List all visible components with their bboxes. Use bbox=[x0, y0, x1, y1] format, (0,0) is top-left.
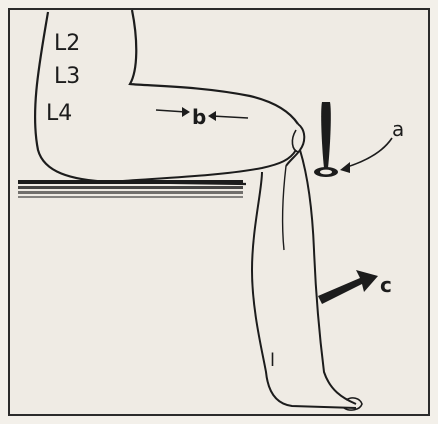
arrow-b-right bbox=[212, 116, 248, 118]
patellar-tendon bbox=[283, 166, 286, 250]
marker-label-b: b bbox=[192, 105, 206, 129]
reflex-hammer bbox=[314, 102, 338, 177]
thigh-underside bbox=[110, 150, 296, 182]
marker-label-a: a bbox=[392, 117, 404, 141]
arrow-b-left bbox=[156, 110, 186, 112]
vertebra-label-l4: L4 bbox=[46, 101, 72, 126]
arrow-b-left-head bbox=[182, 107, 190, 117]
arrow-b-right-head bbox=[208, 111, 216, 121]
vertebra-label-l3: L3 bbox=[54, 64, 80, 89]
arrow-a-head bbox=[340, 162, 350, 173]
arrow-a bbox=[344, 138, 392, 168]
marker-label-c: c bbox=[380, 273, 392, 297]
patella bbox=[292, 130, 298, 152]
back-outline bbox=[130, 10, 298, 124]
shin-front bbox=[300, 150, 356, 404]
bench bbox=[18, 180, 243, 198]
arrow-c bbox=[318, 270, 378, 304]
vertebra-label-l2: L2 bbox=[54, 31, 80, 56]
marker-label-l: l bbox=[270, 350, 275, 371]
